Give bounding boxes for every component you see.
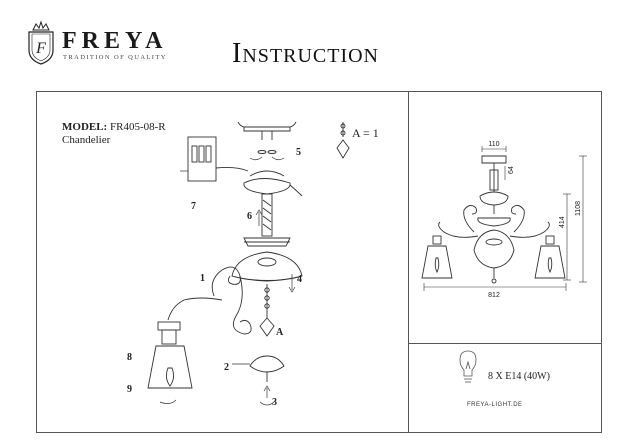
model-code: FR405-08-R	[109, 121, 166, 133]
brand-name: FREYA	[62, 28, 168, 54]
callout-8: 8	[127, 352, 132, 363]
model-type: Chandelier	[62, 134, 111, 146]
callout-6: 6	[247, 211, 252, 222]
callout-2: 2	[224, 362, 229, 373]
model-label: MODEL:	[62, 121, 108, 133]
model-block: MODEL: FR405-08-R Chandelier	[62, 121, 166, 147]
callout-4: 4	[297, 274, 302, 285]
logo-crest-icon: F	[28, 20, 54, 65]
callout-a: A	[276, 327, 284, 338]
callout-3: 3	[272, 397, 277, 408]
callout-9: 9	[127, 384, 132, 395]
callout-7: 7	[191, 201, 196, 212]
logo-letter: F	[35, 40, 46, 57]
dim-width: 812	[488, 292, 500, 299]
dim-small: 64	[508, 166, 515, 174]
panel-divider-vertical	[408, 91, 409, 433]
crystal-count-legend: A = 1	[352, 126, 379, 140]
dim-top-width: 110	[488, 141, 499, 148]
bulb-spec: 8 X E14 (40W)	[488, 371, 550, 382]
page-title: Instruction	[232, 38, 379, 69]
website-link[interactable]: FREYA-LIGHT.DE	[467, 402, 523, 408]
callout-1: 1	[200, 273, 205, 284]
bulb-icon	[459, 350, 477, 383]
instruction-frame	[36, 91, 602, 433]
callout-5: 5	[296, 147, 301, 158]
dim-height-body: 414	[559, 216, 566, 228]
dim-height-total: 1108	[575, 201, 582, 216]
panel-divider-horizontal	[409, 343, 602, 344]
brand-tagline: TRADITION OF QUALITY	[63, 54, 167, 61]
